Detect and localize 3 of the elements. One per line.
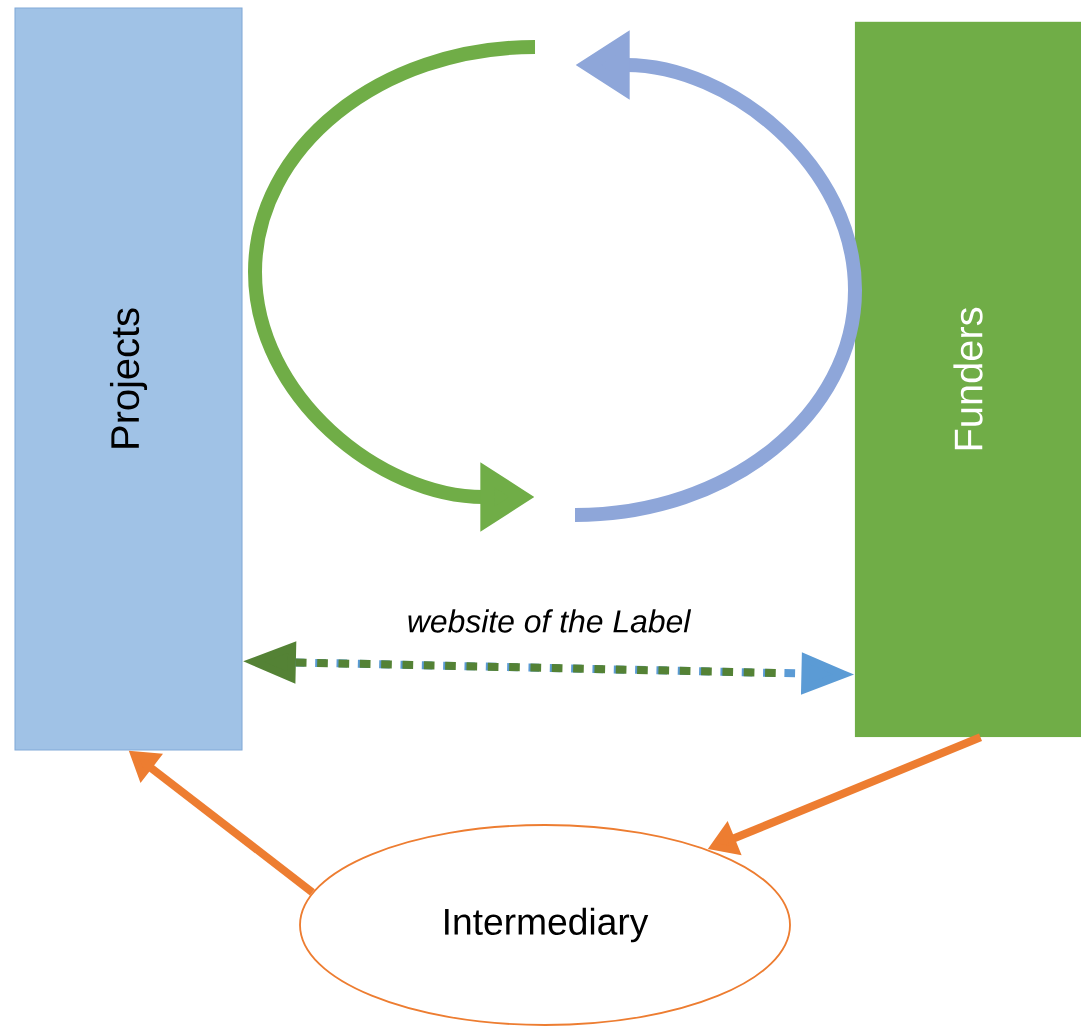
group-box: Funders: [854, 21, 1081, 738]
group-box: Projects: [14, 7, 243, 751]
edge-label: website of the Label: [404, 606, 694, 636]
